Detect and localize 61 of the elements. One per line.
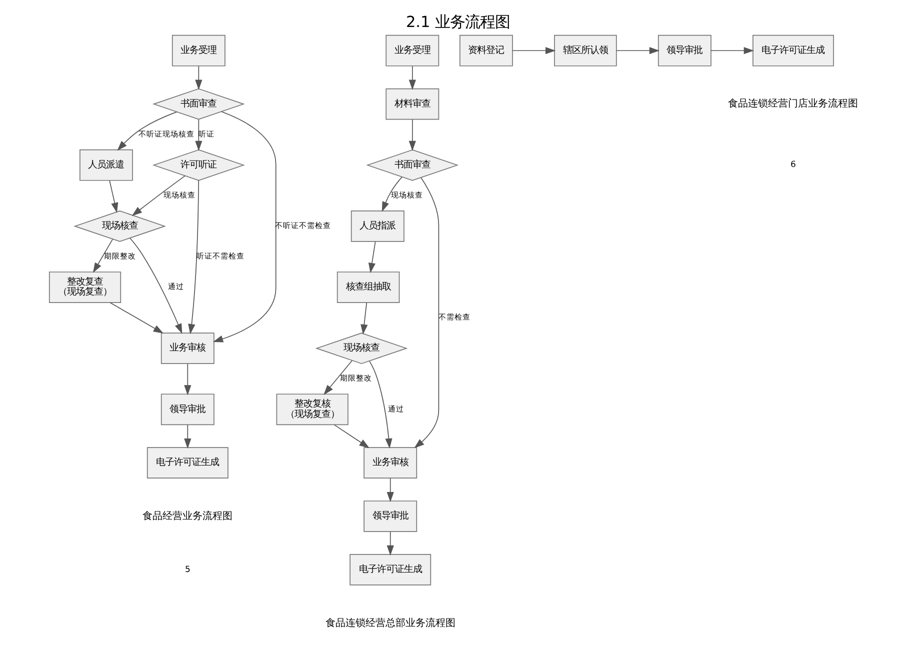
arrow — [92, 238, 113, 273]
node-box: 电子许可证生成 — [350, 554, 432, 586]
arrow — [110, 302, 164, 334]
node-box: 业务审核 — [364, 447, 418, 479]
arrow — [132, 175, 186, 216]
node-box: 业务审核 — [160, 332, 214, 364]
arrow — [710, 47, 754, 54]
label: 食品连锁经营门店业务流程图 — [728, 98, 858, 110]
edge-label: 现场核查 — [390, 190, 423, 200]
edge-label: 不听证现场核查 — [138, 129, 194, 138]
node-box: 业务受理 — [172, 34, 226, 66]
node-box: 整改复查 （现场复查） — [48, 272, 122, 303]
node-box: 领导审批 — [658, 34, 712, 66]
arrow — [408, 119, 416, 152]
node-diamond: 书面审查 — [152, 88, 245, 120]
arrow — [382, 176, 402, 212]
arrow — [616, 47, 660, 54]
label: 食品经营业务流程图 — [142, 510, 233, 522]
diagram-title: 2.1 业务流程图 — [406, 13, 510, 32]
arrow — [368, 241, 376, 274]
node-box: 材料审查 — [386, 88, 440, 120]
label: 5 — [184, 564, 190, 574]
arrow — [369, 360, 392, 449]
arrow — [324, 360, 352, 395]
node-box: 领导审批 — [364, 500, 418, 532]
node-box: 核查组抽取 — [336, 272, 400, 303]
arrow — [512, 47, 556, 54]
arrow — [212, 111, 276, 342]
arrow — [109, 180, 118, 213]
arrow — [408, 66, 416, 90]
node-diamond: 许可听证 — [152, 149, 245, 181]
edge-label: 期限整改 — [104, 252, 136, 261]
arrow — [386, 478, 394, 502]
node-diamond: 书面审查 — [366, 149, 459, 181]
node-box: 电子许可证生成 — [752, 34, 834, 66]
node-box: 整改复核 （现场复查） — [276, 394, 348, 426]
edge-label: 通过 — [168, 282, 184, 292]
node-box: 业务受理 — [386, 34, 440, 66]
arrow — [360, 302, 368, 335]
node-box: 资料登记 — [459, 34, 513, 66]
node-box: 电子许可证生成 — [146, 447, 228, 479]
label: 6 — [790, 159, 796, 170]
arrow — [130, 238, 182, 334]
edge-label: 期限整改 — [340, 374, 372, 383]
arrow — [386, 531, 394, 556]
arrow — [188, 180, 200, 334]
arrow — [195, 66, 202, 90]
node-diamond: 现场核查 — [74, 210, 166, 242]
arrow — [117, 112, 178, 151]
label: 食品连锁经营总部业务流程图 — [325, 618, 456, 629]
node-diamond: 现场核查 — [315, 332, 408, 364]
node-box: 人员指派 — [350, 210, 404, 242]
edge-label: 现场核查 — [164, 190, 196, 200]
node-box: 领导审批 — [160, 394, 214, 426]
edge-label: 通过 — [388, 404, 404, 414]
arrow — [184, 424, 192, 449]
arrow — [334, 424, 370, 448]
arrow — [414, 177, 440, 448]
arrow — [184, 363, 192, 396]
node-box: 人员派遣 — [80, 149, 133, 181]
node-box: 辖区所认领 — [554, 34, 617, 66]
